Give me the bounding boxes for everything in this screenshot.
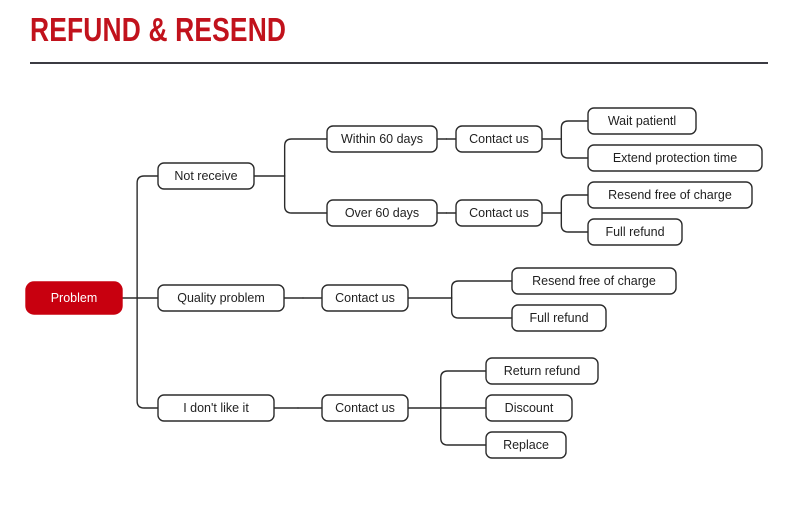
node-label: Return refund xyxy=(504,364,580,378)
node-label: Over 60 days xyxy=(345,206,419,220)
mindmap-node[interactable]: Quality problem xyxy=(157,284,285,312)
node-shape xyxy=(587,181,753,209)
node-shape xyxy=(511,267,677,295)
mindmap-node[interactable]: Full refund xyxy=(511,304,607,332)
connector-root-to-n1 xyxy=(136,175,159,299)
node-label: I don't like it xyxy=(183,401,249,415)
node-shape xyxy=(326,125,438,153)
node-label: Discount xyxy=(505,401,554,415)
node-shape xyxy=(25,281,123,315)
node-shape xyxy=(511,304,607,332)
mindmap-node[interactable]: Full refund xyxy=(587,218,683,246)
node-shape xyxy=(485,431,567,459)
node-label: Extend protection time xyxy=(613,151,737,165)
slide-header: Refund & Resend xyxy=(0,0,800,72)
node-label: Full refund xyxy=(529,311,588,325)
connector-n1a-c-to-n1a-c-2 xyxy=(560,138,589,159)
connector-n1b-c-to-n1b-c-1 xyxy=(560,194,589,214)
connector-n2-c-to-n2-c-1 xyxy=(450,280,513,299)
connector-n2-c-to-n2-c-2 xyxy=(450,297,513,319)
node-label: Contact us xyxy=(335,401,395,415)
connector-n3-c-to-n3-c-1 xyxy=(440,370,487,409)
node-label: Within 60 days xyxy=(341,132,423,146)
mindmap-node[interactable]: Wait patientl xyxy=(587,107,697,135)
mindmap-root-node[interactable]: Problem xyxy=(25,281,123,315)
node-shape xyxy=(587,218,683,246)
node-shape xyxy=(157,162,255,190)
node-label: Wait patientl xyxy=(608,114,676,128)
node-shape xyxy=(455,125,543,153)
mindmap-node[interactable]: Over 60 days xyxy=(326,199,438,227)
connector-n1a-c-to-n1a-c-1 xyxy=(560,120,589,140)
mindmap-node[interactable]: Replace xyxy=(485,431,567,459)
mindmap-node[interactable]: Resend free of charge xyxy=(587,181,753,209)
mindmap-node[interactable]: Contact us xyxy=(455,199,543,227)
page-title: Refund & Resend xyxy=(30,11,287,48)
node-shape xyxy=(321,284,409,312)
mindmap-node[interactable]: Contact us xyxy=(321,394,409,422)
mindmap-node[interactable]: Contact us xyxy=(321,284,409,312)
node-shape xyxy=(587,107,697,135)
node-label: Resend free of charge xyxy=(608,188,732,202)
title-divider xyxy=(30,62,768,64)
node-label: Full refund xyxy=(605,225,664,239)
mindmap-node[interactable]: Discount xyxy=(485,394,573,422)
node-label: Problem xyxy=(51,291,98,305)
node-label: Contact us xyxy=(469,206,529,220)
node-label: Contact us xyxy=(335,291,395,305)
mindmap-node[interactable]: Return refund xyxy=(485,357,599,385)
node-shape xyxy=(455,199,543,227)
node-shape xyxy=(326,199,438,227)
node-label: Replace xyxy=(503,438,549,452)
mindmap-node[interactable]: Not receive xyxy=(157,162,255,190)
node-shape xyxy=(157,284,285,312)
node-label: Contact us xyxy=(469,132,529,146)
mindmap-node[interactable]: Within 60 days xyxy=(326,125,438,153)
node-shape xyxy=(485,357,599,385)
node-shape xyxy=(485,394,573,422)
mindmap-node[interactable]: Extend protection time xyxy=(587,144,763,172)
connector-n3-c-to-n3-c-3 xyxy=(440,407,487,446)
mindmap-node[interactable]: Contact us xyxy=(455,125,543,153)
connector-n1-to-n1a xyxy=(283,138,328,177)
mindmap-node[interactable]: Resend free of charge xyxy=(511,267,677,295)
mindmap-links xyxy=(121,120,589,446)
mindmap-node[interactable]: I don't like it xyxy=(157,394,275,422)
connector-root-to-n3 xyxy=(136,297,159,409)
node-label: Not receive xyxy=(174,169,237,183)
node-label: Resend free of charge xyxy=(532,274,656,288)
node-shape xyxy=(587,144,763,172)
node-label: Quality problem xyxy=(177,291,265,305)
node-shape xyxy=(321,394,409,422)
connector-n1-to-n1b xyxy=(283,175,328,214)
connector-n1b-c-to-n1b-c-2 xyxy=(560,212,589,233)
node-shape xyxy=(157,394,275,422)
